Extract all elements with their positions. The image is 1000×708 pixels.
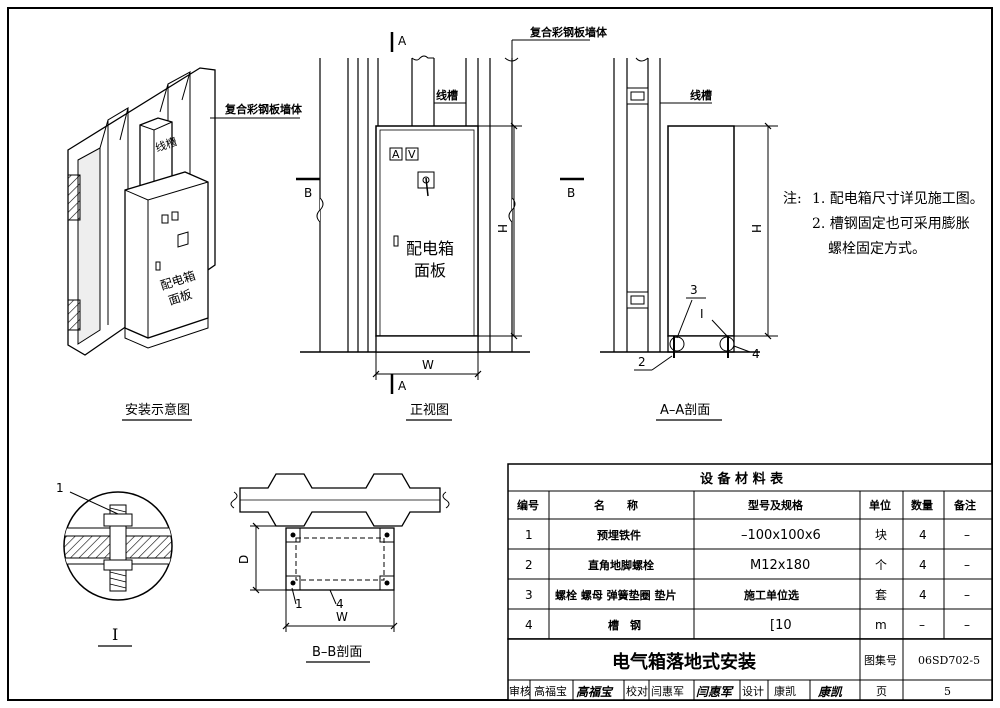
drawing-title: 电气箱落地式安装 [612,651,756,673]
iso-wall-label: 复合彩钢板墙体 [224,102,303,116]
table-cell: 1 [525,528,533,542]
table-cell: 4 [919,528,927,542]
th-remark: 备注 [953,498,976,512]
table-cell: 套 [875,588,887,602]
table-cell: – [964,588,970,602]
table-cell: M12x180 [750,558,810,573]
page-number: 5 [944,685,951,698]
bb-dim-d: D [237,555,251,564]
table-cell: 直角地脚螺栓 [588,558,654,572]
aa-section: 线槽 3 I 4 2 H A–A剖面 [600,57,778,421]
front-distribution-box [375,125,479,337]
svg-text:I: I [700,307,704,321]
table-title: 设 备 材 料 表 [700,471,784,487]
table-cell: 3 [525,588,533,602]
caption-front: 正视图 [410,403,449,418]
front-trough-label: 线槽 [436,88,458,102]
check-name: 闫惠军 [651,684,684,698]
table-cell: 4 [525,618,533,632]
review-label: 审核 [509,684,531,698]
iso-view: 线槽 配电箱 面板 复合彩钢板墙体 安装示意图 [67,67,303,421]
caption-detail: I [112,625,118,644]
table-cell: 个 [875,558,887,572]
table-cell: 块 [875,528,887,542]
check-signature: 闫惠军 [696,685,734,699]
front-wall-label: 复合彩钢板墙体 [529,25,608,39]
table-cell: 槽 钢 [608,618,641,632]
design-name: 康凯 [774,684,796,698]
table-cell: – [964,528,970,542]
aa-trough-label: 线槽 [690,88,712,102]
review-name: 高福宝 [534,684,567,698]
table-cell: – [919,618,925,632]
sheet-frame [7,7,993,701]
table-cell: 施工单位选 [744,588,799,602]
th-no: 编号 [517,498,539,512]
svg-text:A: A [392,148,400,161]
table-cell: –100x100x6 [741,528,821,543]
svg-text:1: 1 [56,481,64,495]
svg-text:4: 4 [752,347,760,361]
aa-dim-h: H [749,224,763,233]
front-panel-label-1: 配电箱 [406,239,454,258]
notes-prefix: 注: [783,191,802,207]
bb-section: D W 1 4 B–B剖面 [230,473,450,663]
bb-dim-w: W [336,610,348,624]
front-view: A V 配电箱 面板 线槽 复合彩钢板墙体 A A B B W H [296,25,608,421]
th-qty: 数量 [911,498,933,512]
table-cell: 预埋铁件 [597,528,641,542]
front-switch [417,171,435,189]
caption-bb: B–B剖面 [312,645,362,660]
svg-text:3: 3 [690,283,698,297]
svg-text:A: A [398,34,407,48]
front-panel-label-2: 面板 [414,261,446,280]
bb-base-frame [285,527,395,591]
svg-text:B: B [304,186,312,200]
svg-text:2: 2 [638,355,646,369]
note-1: 1. 配电箱尺寸详见施工图。 [812,191,984,207]
front-dim-w: W [422,358,434,372]
svg-text:1: 1 [295,597,303,611]
table-cell: 4 [919,558,927,572]
svg-text:A: A [398,379,407,393]
table-cell: 螺栓 螺母 弹簧垫圈 垫片 [555,588,677,602]
table-cell: – [964,618,970,632]
check-label: 校对 [626,684,648,698]
review-signature: 高福宝 [576,685,614,699]
voltmeter [405,147,419,161]
front-dim-h: H [495,224,509,233]
ammeter [389,147,403,161]
detail-i: 1 I [56,481,173,647]
th-unit: 单位 [869,498,891,512]
svg-text:4: 4 [336,597,344,611]
page-label: 页 [876,685,887,698]
svg-text:V: V [408,148,416,161]
caption-iso: 安装示意图 [125,402,190,418]
atlas-number: 06SD702-5 [918,654,980,667]
th-spec: 型号及规格 [748,498,804,512]
caption-aa: A–A剖面 [660,403,710,418]
note-3: 螺栓固定方式。 [828,241,926,257]
table-cell: 2 [525,558,533,572]
note-2: 2. 槽钢固定也可采用膨胀 [812,215,970,232]
th-name: 名 称 [594,498,638,512]
table-cell: m [875,618,887,632]
title-block: 电气箱落地式安装 图集号 06SD702-5 页 5 审核 高福宝 高福宝 校对… [507,638,993,701]
design-label: 设计 [742,685,764,698]
material-table: 设 备 材 料 表 编号 名 称 型号及规格 单位 数量 备注 1 预埋铁件 –… [507,463,993,640]
notes: 注: 1. 配电箱尺寸详见施工图。 2. 槽钢固定也可采用膨胀 螺栓固定方式。 [783,191,984,257]
svg-text:B: B [567,186,575,200]
atlas-label: 图集号 [864,653,897,667]
table-cell: [10 [770,618,792,633]
table-cell: – [964,558,970,572]
design-signature: 康凯 [817,685,843,699]
aa-box [667,125,735,337]
table-cell: 4 [919,588,927,602]
iso-distribution-box [124,171,209,339]
